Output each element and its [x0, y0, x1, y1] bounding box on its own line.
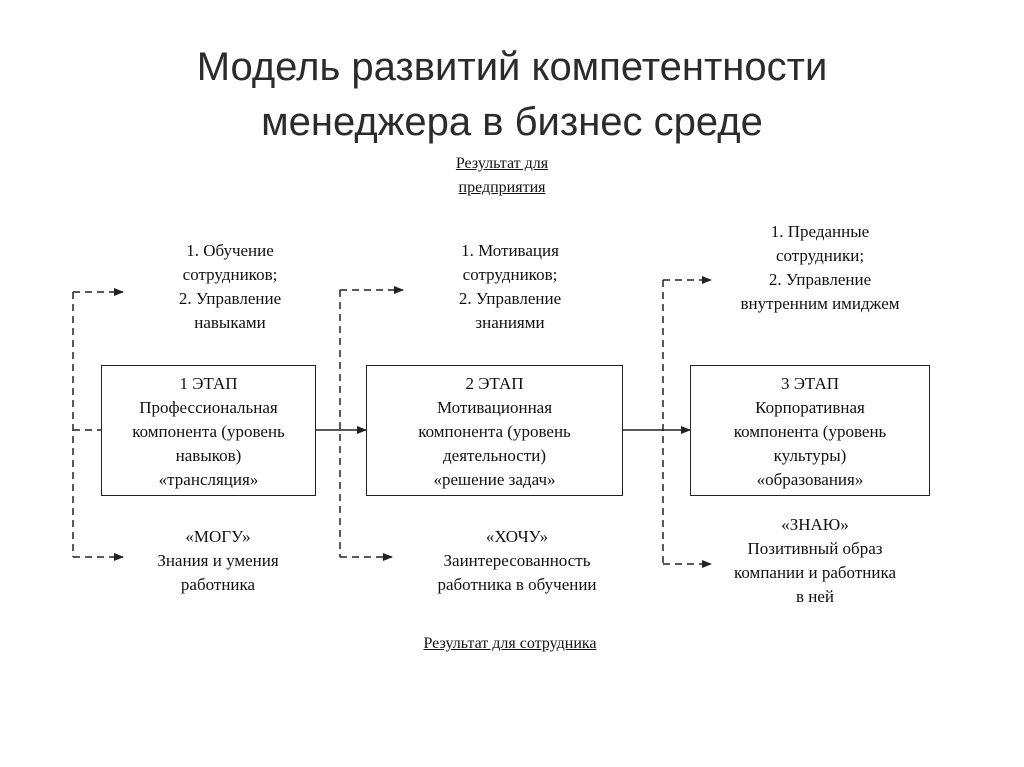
stage-2-title: 2 ЭТАП — [465, 374, 524, 393]
slide-title-line-2: менеджера в бизнес среде — [261, 100, 763, 144]
stage-3-company-result: 1. Преданные сотрудники; 2. Управление в… — [700, 220, 940, 316]
stage-3-company-result-line: 1. Преданные — [770, 222, 870, 241]
stage-1-employee-result-line: «МОГУ» — [185, 527, 251, 546]
stage-1-line: навыков) — [175, 446, 242, 465]
stage-1-box: 1 ЭТАП Профессиональная компонента (уров… — [101, 365, 316, 496]
stage-2-company-result-line: сотрудников; — [462, 265, 558, 284]
stage-3-employee-result-line: «ЗНАЮ» — [781, 515, 849, 534]
stage-3-box: 3 ЭТАП Корпоративная компонента (уровень… — [690, 365, 930, 496]
stage-2-company-result-line: 1. Мотивация — [461, 241, 559, 260]
stage-3-employee-result: «ЗНАЮ» Позитивный образ компании и работ… — [695, 513, 935, 609]
stage-3-line: культуры) — [773, 446, 847, 465]
stage-2-company-result-line: знаниями — [475, 313, 545, 332]
stage-1-company-result: 1. Обучение сотрудников; 2. Управление н… — [120, 239, 340, 335]
stage-1-company-result-line: 1. Обучение — [186, 241, 274, 260]
stage-3-employee-result-line: в ней — [795, 587, 835, 606]
stage-3-line: Корпоративная — [755, 398, 865, 417]
stage-1-company-result-line: 2. Управление — [178, 289, 282, 308]
stage-3-company-result-line: сотрудники; — [775, 246, 865, 265]
stage-2-employee-result-line: работника в обучении — [437, 575, 597, 594]
slide-title: Модель развитий компетентности менеджера… — [0, 40, 1024, 150]
stage-2-line: Мотивационная — [436, 398, 553, 417]
company-result-caption-line-2: предприятия — [458, 179, 546, 196]
stage-1-employee-result-line: Знания и умения — [157, 551, 279, 570]
stage-2-box: 2 ЭТАП Мотивационная компонента (уровень… — [366, 365, 623, 496]
stage-2-company-result-line: 2. Управление — [458, 289, 562, 308]
stage-1-company-result-line: навыками — [194, 313, 266, 332]
stage-1-employee-result: «МОГУ» Знания и умения работника — [108, 525, 328, 597]
stage-2-line: «решение задач» — [433, 470, 556, 489]
stage-3-company-result-line: 2. Управление — [768, 270, 872, 289]
stage-1-company-result-line: сотрудников; — [182, 265, 278, 284]
stage-3-company-result-line: внутренним имиджем — [740, 294, 900, 313]
stage-3-line: компонента (уровень — [733, 422, 887, 441]
stage-1-employee-result-line: работника — [180, 575, 256, 594]
stage-1-title: 1 ЭТАП — [179, 374, 238, 393]
stage-3-employee-result-line: Позитивный образ — [747, 539, 883, 558]
stage-1-line: Профессиональная — [139, 398, 278, 417]
stage-3-branches — [662, 276, 712, 568]
stage-2-employee-result: «ХОЧУ» Заинтересованность работника в об… — [387, 525, 647, 597]
stage-2-line: деятельности) — [443, 446, 546, 465]
company-result-caption-line-1: Результат для — [455, 155, 549, 172]
stage-1-line: компонента (уровень — [132, 422, 285, 441]
stage-2-employee-result-line: «ХОЧУ» — [485, 527, 549, 546]
stage-3-title: 3 ЭТАП — [780, 374, 840, 393]
stage-1-branches — [72, 288, 124, 561]
company-result-caption: Результат для предприятия — [392, 152, 612, 200]
stage-3-line: «образования» — [756, 470, 864, 489]
stage-2-company-result: 1. Мотивация сотрудников; 2. Управление … — [400, 239, 620, 335]
slide-title-line-1: Модель развитий компетентности — [196, 45, 828, 89]
employee-result-caption: Результат для сотрудника — [423, 635, 597, 652]
stage-1-line: «трансляция» — [158, 470, 259, 489]
stage-2-branches — [339, 286, 404, 561]
stage-3-employee-result-line: компании и работника — [733, 563, 896, 582]
stage-2-employee-result-line: Заинтересованность — [443, 551, 591, 570]
stage-2-line: компонента (уровень — [418, 422, 571, 441]
